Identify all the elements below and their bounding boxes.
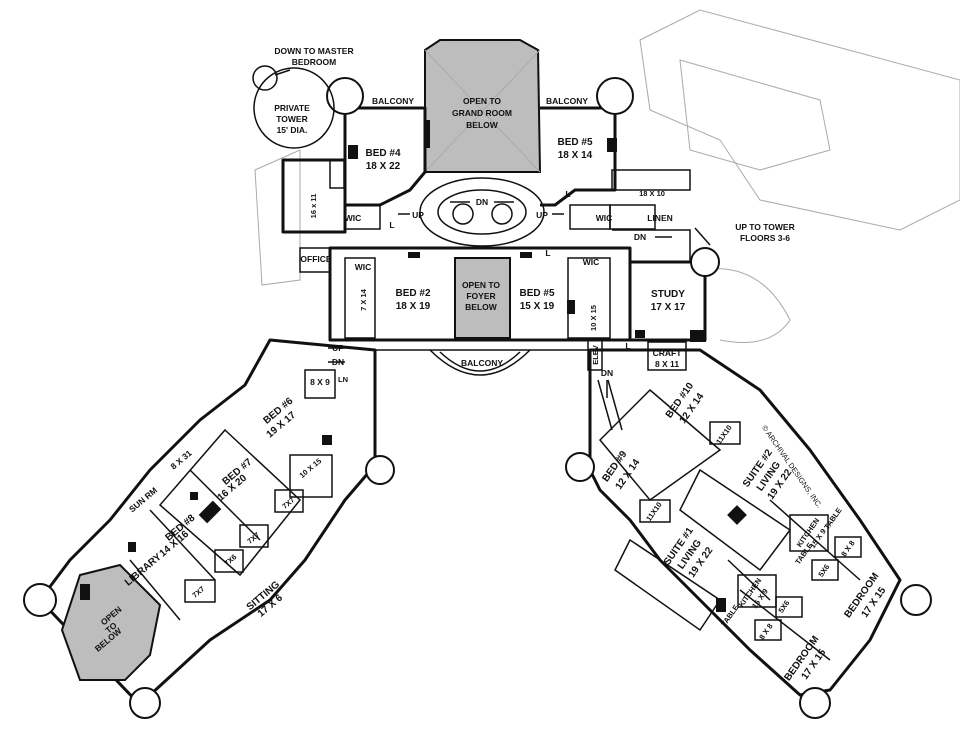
bath-7x14: 7 X 14 (359, 288, 368, 311)
left-wing (23, 338, 395, 719)
open-to-foyer (454, 257, 511, 339)
l-label-2: L (565, 189, 570, 199)
balcony-bottom-label: BALCONY (461, 358, 503, 368)
bed5-top-size: 18 X 14 (558, 150, 593, 161)
private-tower-label-1: PRIVATE (274, 103, 310, 113)
stair-dn-label: DN (476, 197, 488, 207)
turret-right-wing-c (799, 687, 831, 719)
turret-top-left (326, 77, 364, 115)
elev-label: ELEV (591, 345, 600, 365)
bath-10x15-right: 10 X 15 (589, 305, 598, 331)
study-name: STUDY (651, 289, 685, 300)
open-foyer-label-2: FOYER (466, 291, 495, 301)
open-grand-label-3: BELOW (466, 120, 499, 130)
closet-8x9: 8 X 9 (310, 377, 330, 387)
wic-label-3: WIC (355, 262, 372, 272)
sunrm-size: 8 X 31 (168, 448, 193, 472)
open-grand-label-2: GRAND ROOM (452, 108, 512, 118)
sunrm-name: SUN RM (127, 485, 159, 514)
bath-7x6: 7X6 (222, 552, 238, 567)
wic-label-1: WIC (345, 213, 362, 223)
craft-size: 8 X 11 (655, 359, 679, 369)
turret-left-wing-a (365, 455, 395, 485)
central-block (252, 39, 720, 376)
oval-stair (419, 177, 545, 247)
closet-11x10-b: 11X10 (644, 500, 664, 523)
size-8x8-a: 8 X 8 (839, 539, 856, 559)
open-foyer-label-3: BELOW (465, 302, 498, 312)
closet-7x7-c: 7X7 (190, 584, 206, 599)
dn-hall-label: DN (634, 232, 646, 242)
bath-10x15-left: 10 X 15 (298, 456, 324, 480)
size-8x8-b: 8 X 8 (757, 622, 774, 642)
bath-18x10: 18 X 10 (639, 189, 665, 198)
open-to-grand-room (424, 39, 542, 173)
open-grand-label-1: OPEN TO (463, 96, 501, 106)
down-to-master-label-1: DOWN TO MASTER (274, 46, 353, 56)
l-label-3: L (545, 248, 550, 258)
turret-top-right (596, 77, 634, 115)
up-tower-label-1: UP TO TOWER (735, 222, 795, 232)
bed5-mid-name: BED #5 (519, 288, 554, 299)
private-tower-label-2: TOWER (276, 114, 307, 124)
turret-left-wing-b (23, 583, 57, 617)
size-5x6-a: 5X6 (816, 563, 831, 579)
right-wing (565, 339, 932, 719)
bath-16x11: 16 x 11 (309, 194, 318, 219)
turret-left-wing-c (129, 687, 161, 719)
private-tower-label-3: 15' DIA. (277, 125, 308, 135)
bed4-size: 18 X 22 (366, 161, 401, 172)
bed4-name: BED #4 (365, 148, 400, 159)
private-tower (253, 67, 335, 149)
l-label-4: L (625, 341, 630, 351)
tower-stair-right (690, 247, 720, 277)
library-label: LIBRARY (123, 551, 164, 588)
bed5-top-name: BED #5 (557, 137, 592, 148)
ln-label: LN (338, 375, 348, 384)
office-label: OFFICE (300, 254, 331, 264)
open-foyer-label-1: OPEN TO (462, 280, 500, 290)
balcony-left-label: BALCONY (372, 96, 414, 106)
closet-11x10-a: 11X10 (714, 423, 734, 446)
turret-right-wing-b (900, 584, 932, 616)
up-tower-label-2: FLOORS 3-6 (740, 233, 790, 243)
up-wing-label: UP (332, 343, 344, 353)
dn-right-label: DN (601, 368, 613, 378)
linen-label: LINEN (647, 213, 673, 223)
study-size: 17 X 17 (651, 302, 686, 313)
balcony-right-label: BALCONY (546, 96, 588, 106)
arrows (274, 69, 711, 398)
wic-label-4: WIC (583, 257, 600, 267)
wic-label-2: WIC (596, 213, 613, 223)
bed2-name: BED #2 (395, 288, 430, 299)
turret-right-wing-a (565, 452, 595, 482)
down-to-master-label-2: BEDROOM (292, 57, 336, 67)
bed5-mid-size: 15 X 19 (520, 301, 555, 312)
up-left-label: UP (412, 210, 424, 220)
bed2-size: 18 X 19 (396, 301, 431, 312)
l-label-1: L (389, 220, 394, 230)
terrace-outline (254, 9, 960, 343)
up-right-label: UP (536, 210, 548, 220)
size-5x6-b: 5X6 (776, 599, 791, 615)
closet-7x7-b: 7X7 (245, 530, 261, 545)
dn-wing-label: DN (332, 357, 344, 367)
craft-name: CRAFT (653, 348, 683, 358)
table-a1-label: TABLE (822, 506, 843, 531)
